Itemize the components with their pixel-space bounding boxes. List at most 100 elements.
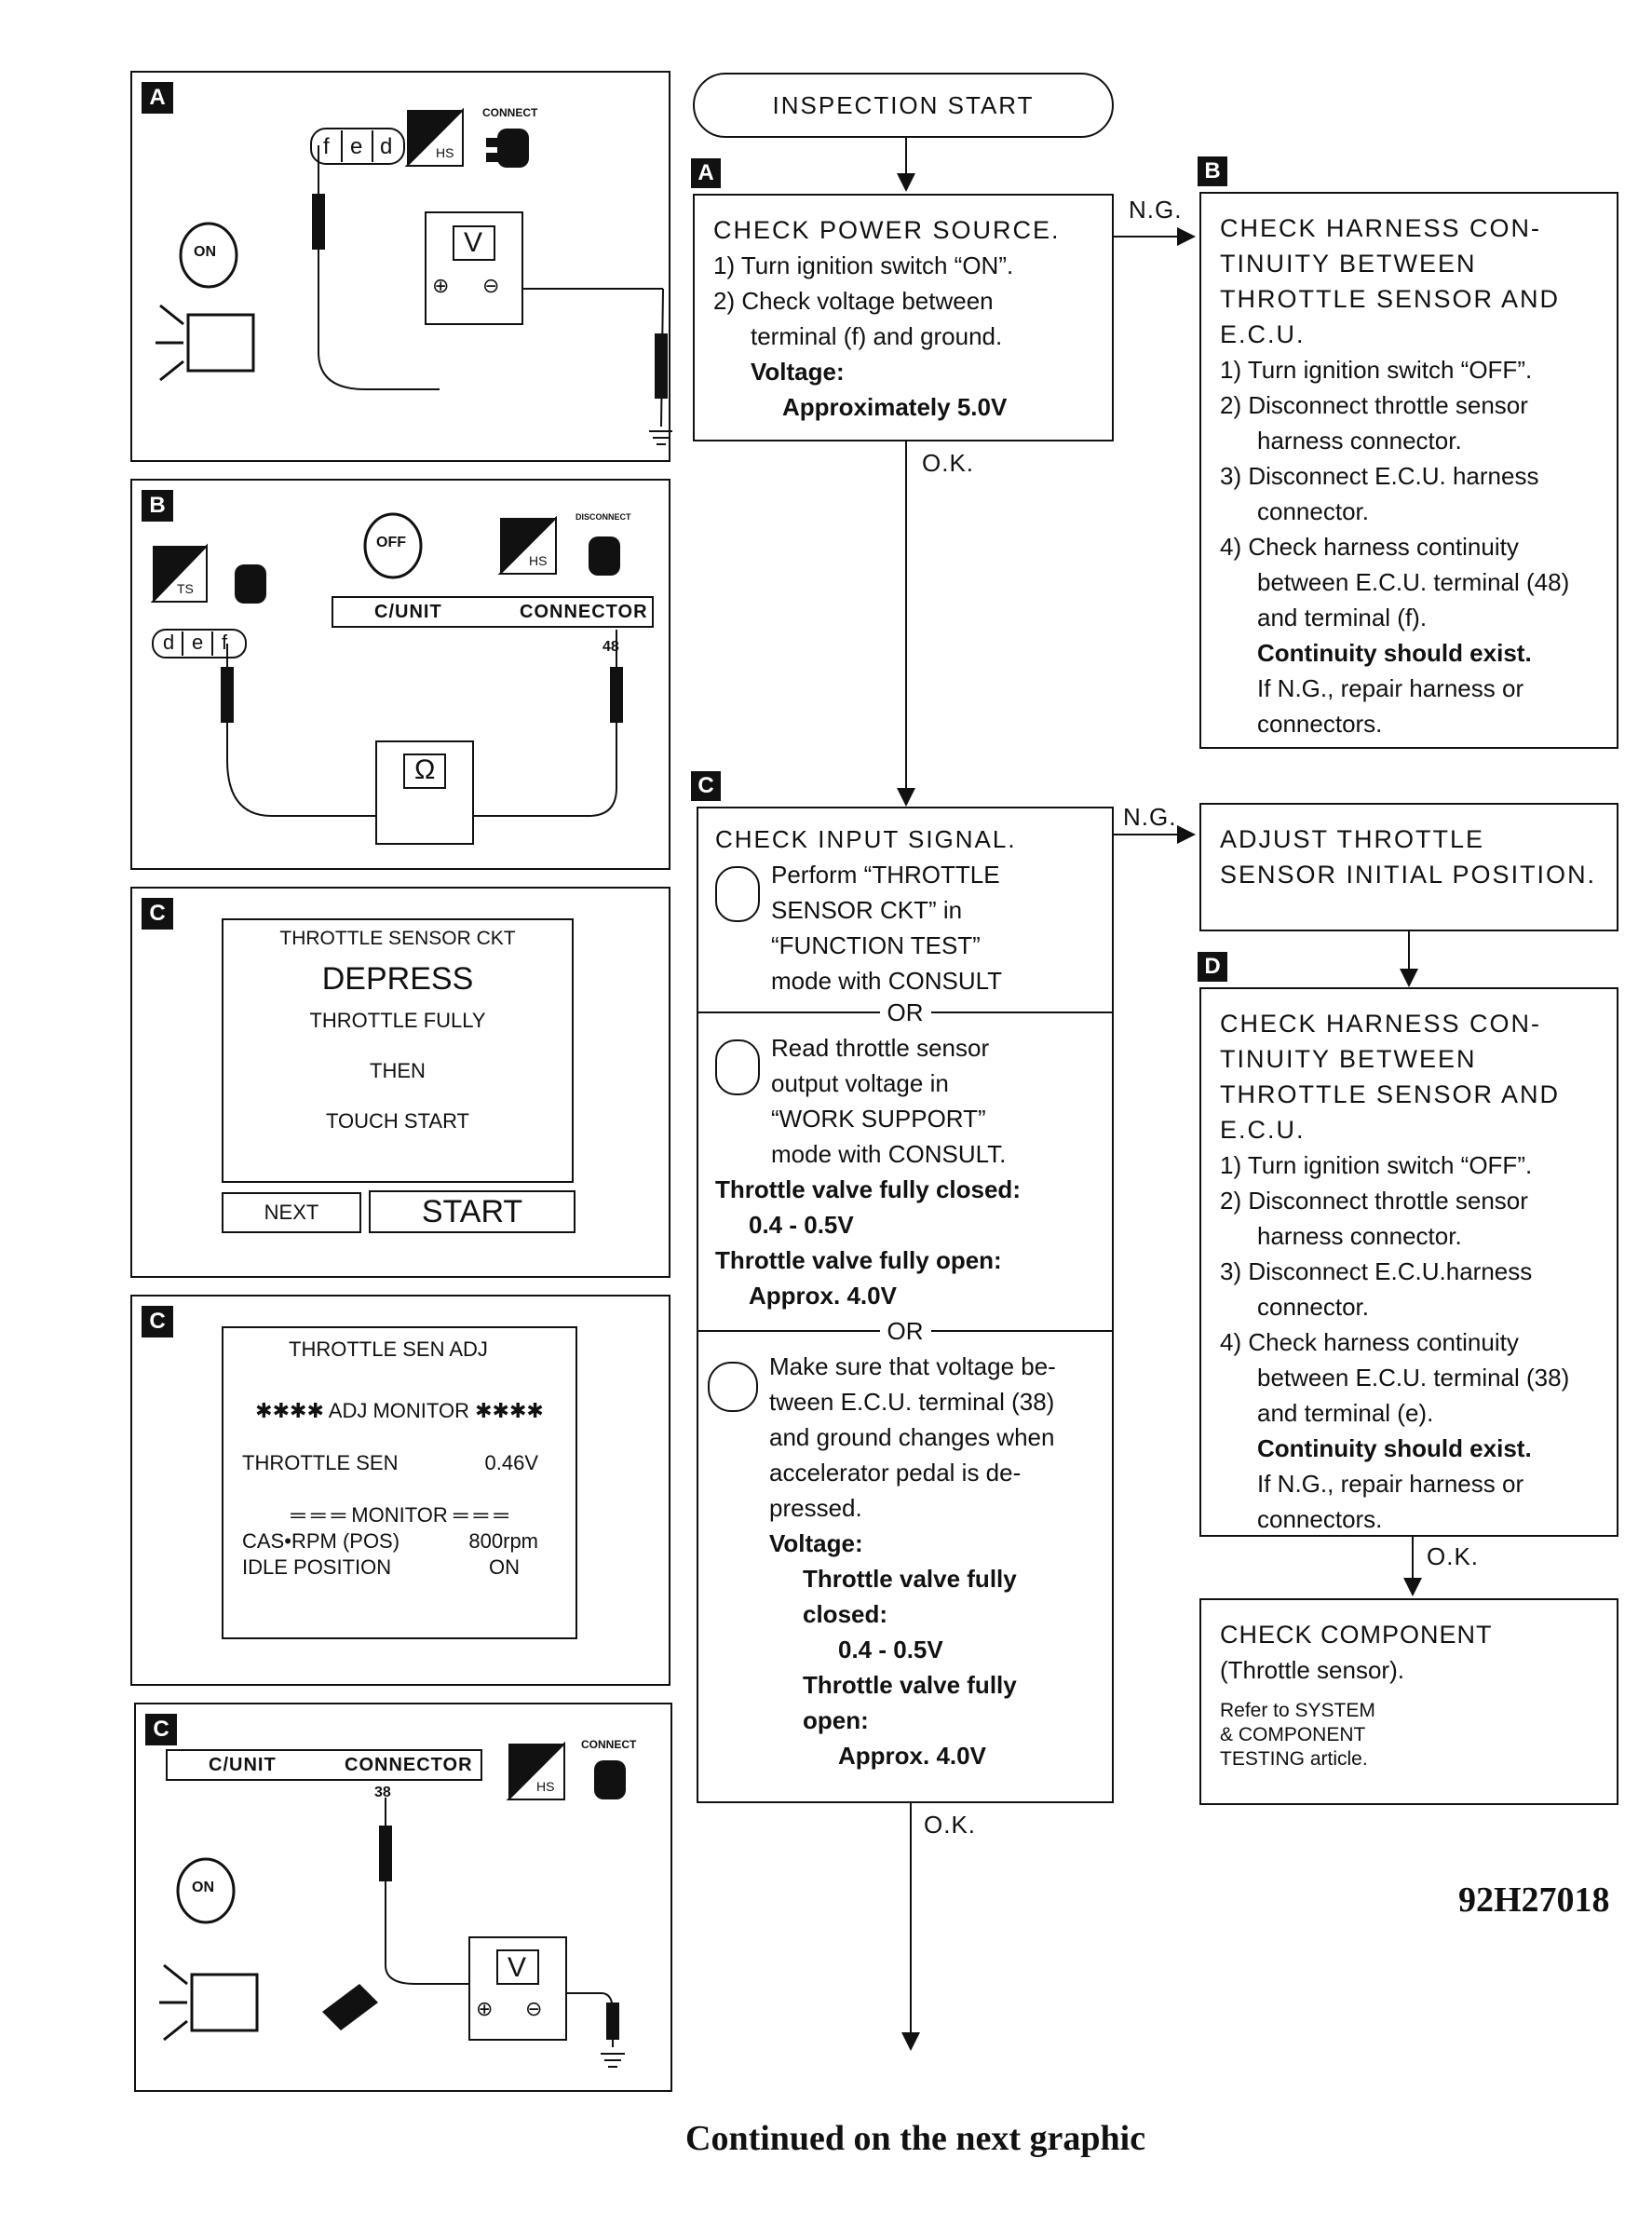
step-c-v5: open: bbox=[803, 1706, 869, 1734]
cas-rpm-value: 800rpm bbox=[468, 1529, 538, 1553]
step-c-v4: Throttle valve fully bbox=[803, 1671, 1017, 1699]
step-d-ng1: If N.G., repair harness or bbox=[1257, 1470, 1524, 1498]
step-c-m5: pressed. bbox=[769, 1494, 862, 1522]
panel-c3: C C/UNIT CONNECTOR 38 V ⊕ ⊖ HS CONNECT O… bbox=[134, 1703, 672, 2092]
step-c-r3: “WORK SUPPORT” bbox=[771, 1105, 986, 1133]
continued-footer: Continued on the next graphic bbox=[685, 2119, 1146, 2158]
next-button[interactable]: NEXT bbox=[222, 1192, 361, 1233]
start-button[interactable]: START bbox=[369, 1190, 575, 1233]
start-button-label: START bbox=[421, 1194, 523, 1229]
component-t1: CHECK COMPONENT bbox=[1220, 1621, 1493, 1649]
screen-title: THROTTLE SENSOR CKT bbox=[279, 928, 516, 949]
step-a-s1: 1) Turn ignition switch “ON”. bbox=[713, 251, 1014, 279]
step-a-label: A bbox=[691, 158, 721, 188]
consult-icon bbox=[715, 866, 760, 922]
step-d-t1: CHECK HARNESS CON- bbox=[1220, 1010, 1542, 1038]
or-label-1: OR bbox=[887, 998, 924, 1026]
step-d-s2: 2) Disconnect throttle sensor bbox=[1220, 1187, 1528, 1215]
step-c-p4: mode with CONSULT bbox=[771, 967, 1003, 995]
consult-icon bbox=[715, 1039, 760, 1095]
panel-b-terminal-1: d bbox=[163, 631, 175, 654]
or-separator-1: OR bbox=[698, 995, 1112, 1030]
panel-c1-label: C bbox=[142, 898, 173, 930]
step-b-t3: THROTTLE SENSOR AND bbox=[1220, 285, 1561, 313]
adj-monitor-head: ✱✱✱✱ ADJ MONITOR ✱✱✱✱ bbox=[255, 1399, 544, 1422]
panel-b-terminal-2: e bbox=[192, 631, 204, 654]
panel-a-meter: V bbox=[464, 227, 483, 258]
adjust-box: ADJUST THROTTLE SENSOR INITIAL POSITION. bbox=[1199, 803, 1618, 931]
step-b-ng1: If N.G., repair harness or bbox=[1257, 674, 1524, 702]
no-tools-icon bbox=[708, 1362, 758, 1412]
panel-b-key: OFF bbox=[376, 535, 406, 550]
step-c-m2: tween E.C.U. terminal (38) bbox=[769, 1388, 1055, 1416]
step-b-s4c: and terminal (f). bbox=[1257, 604, 1428, 631]
panel-c3-minus: ⊖ bbox=[525, 1997, 543, 2020]
panel-c1: C THROTTLE SENSOR CKT DEPRESS THROTTLE F… bbox=[130, 887, 670, 1278]
step-a-title: CHECK POWER SOURCE. bbox=[713, 216, 1061, 244]
panel-c3-wiring bbox=[159, 1741, 626, 2068]
step-c-closed-v: 0.4 - 0.5V bbox=[749, 1211, 854, 1239]
ng-label-1: N.G. bbox=[1129, 196, 1183, 224]
step-c-r2: output voltage in bbox=[771, 1069, 949, 1097]
panel-a-connect: CONNECT bbox=[482, 106, 538, 119]
step-c-r1: Read throttle sensor bbox=[771, 1034, 990, 1062]
panel-c3-plus: ⊕ bbox=[476, 1997, 494, 2020]
step-c-p2: SENSOR CKT” in bbox=[771, 896, 963, 924]
step-b-box: CHECK HARNESS CON- TINUITY BETWEEN THROT… bbox=[1199, 192, 1618, 749]
step-c-open: Throttle valve fully open: bbox=[715, 1246, 1002, 1274]
panel-b-ts: TS bbox=[177, 581, 194, 596]
panel-b-cunit-bar: C/UNIT CONNECTOR bbox=[332, 596, 654, 628]
panel-c3-meter: V bbox=[508, 1952, 527, 1983]
step-c-v1: Throttle valve fully bbox=[803, 1565, 1017, 1593]
step-b-s4: 4) Check harness continuity bbox=[1220, 533, 1519, 561]
screen-throttle-fully: THROTTLE FULLY bbox=[309, 1009, 486, 1032]
idle-position-label: IDLE POSITION bbox=[242, 1555, 392, 1579]
panel-a-label: A bbox=[142, 82, 173, 114]
component-t2: (Throttle sensor). bbox=[1220, 1656, 1404, 1684]
step-c-m1: Make sure that voltage be- bbox=[769, 1352, 1056, 1380]
panel-a-minus: ⊖ bbox=[482, 274, 500, 297]
adjust-t2: SENSOR INITIAL POSITION. bbox=[1220, 861, 1597, 889]
step-a-box: CHECK POWER SOURCE. 1) Turn ignition swi… bbox=[693, 194, 1114, 441]
step-c-m3: and ground changes when bbox=[769, 1423, 1055, 1451]
inspection-start: INSPECTION START bbox=[693, 73, 1114, 138]
step-a-s2: 2) Check voltage between bbox=[713, 287, 994, 315]
figure-id: 92H27018 bbox=[1458, 1880, 1610, 1920]
panel-c3-cunit-bar: C/UNIT CONNECTOR bbox=[166, 1749, 482, 1781]
step-b-s3b: connector. bbox=[1257, 497, 1369, 525]
screen-touch-start: TOUCH START bbox=[325, 1109, 469, 1133]
component-r1: Refer to SYSTEM bbox=[1220, 1700, 1375, 1721]
step-d-box: CHECK HARNESS CON- TINUITY BETWEEN THROT… bbox=[1199, 987, 1618, 1537]
inspection-start-label: INSPECTION START bbox=[772, 91, 1035, 119]
throttle-sen-value: 0.46V bbox=[484, 1451, 539, 1474]
cas-rpm-label: CAS•RPM (POS) bbox=[242, 1529, 400, 1553]
step-d-label: D bbox=[1198, 952, 1227, 982]
step-c-r4: mode with CONSULT. bbox=[771, 1140, 1007, 1168]
consult-screen-function-test: THROTTLE SENSOR CKT DEPRESS THROTTLE FUL… bbox=[222, 918, 574, 1183]
component-r2: & COMPONENT bbox=[1220, 1724, 1366, 1745]
panel-b-pin: 48 bbox=[603, 639, 619, 655]
step-b-s1: 1) Turn ignition switch “OFF”. bbox=[1220, 356, 1533, 384]
panel-a-wiring bbox=[156, 107, 672, 445]
panel-c3-label: C bbox=[145, 1714, 177, 1745]
step-b-label: B bbox=[1198, 156, 1227, 186]
ok-label-3: O.K. bbox=[924, 1811, 977, 1839]
step-b-ng2: connectors. bbox=[1257, 710, 1383, 738]
consult-screen-work-support: THROTTLE SEN ADJ ✱✱✱✱ ADJ MONITOR ✱✱✱✱ T… bbox=[222, 1326, 577, 1639]
panel-b: B C/UNIT CONNECTOR 48 d e f TS HS DISCON… bbox=[130, 479, 670, 870]
step-d-continuity: Continuity should exist. bbox=[1257, 1434, 1532, 1462]
next-button-label: NEXT bbox=[264, 1201, 319, 1224]
panel-c3-key: ON bbox=[192, 1880, 214, 1895]
panel-b-label: B bbox=[142, 490, 173, 522]
panel-c3-cunit: C/UNIT bbox=[209, 1755, 277, 1775]
step-c-v6: Approx. 4.0V bbox=[838, 1742, 986, 1770]
step-d-s4: 4) Check harness continuity bbox=[1220, 1328, 1519, 1356]
panel-c2: C THROTTLE SEN ADJ ✱✱✱✱ ADJ MONITOR ✱✱✱✱… bbox=[130, 1295, 670, 1686]
step-d-t4: E.C.U. bbox=[1220, 1116, 1306, 1144]
step-c-v2: closed: bbox=[803, 1600, 888, 1628]
step-b-t2: TINUITY BETWEEN bbox=[1220, 250, 1477, 278]
step-b-s3: 3) Disconnect E.C.U. harness bbox=[1220, 462, 1539, 490]
step-c-m4: accelerator pedal is de- bbox=[769, 1459, 1022, 1487]
panel-b-cunit: C/UNIT bbox=[374, 602, 442, 622]
